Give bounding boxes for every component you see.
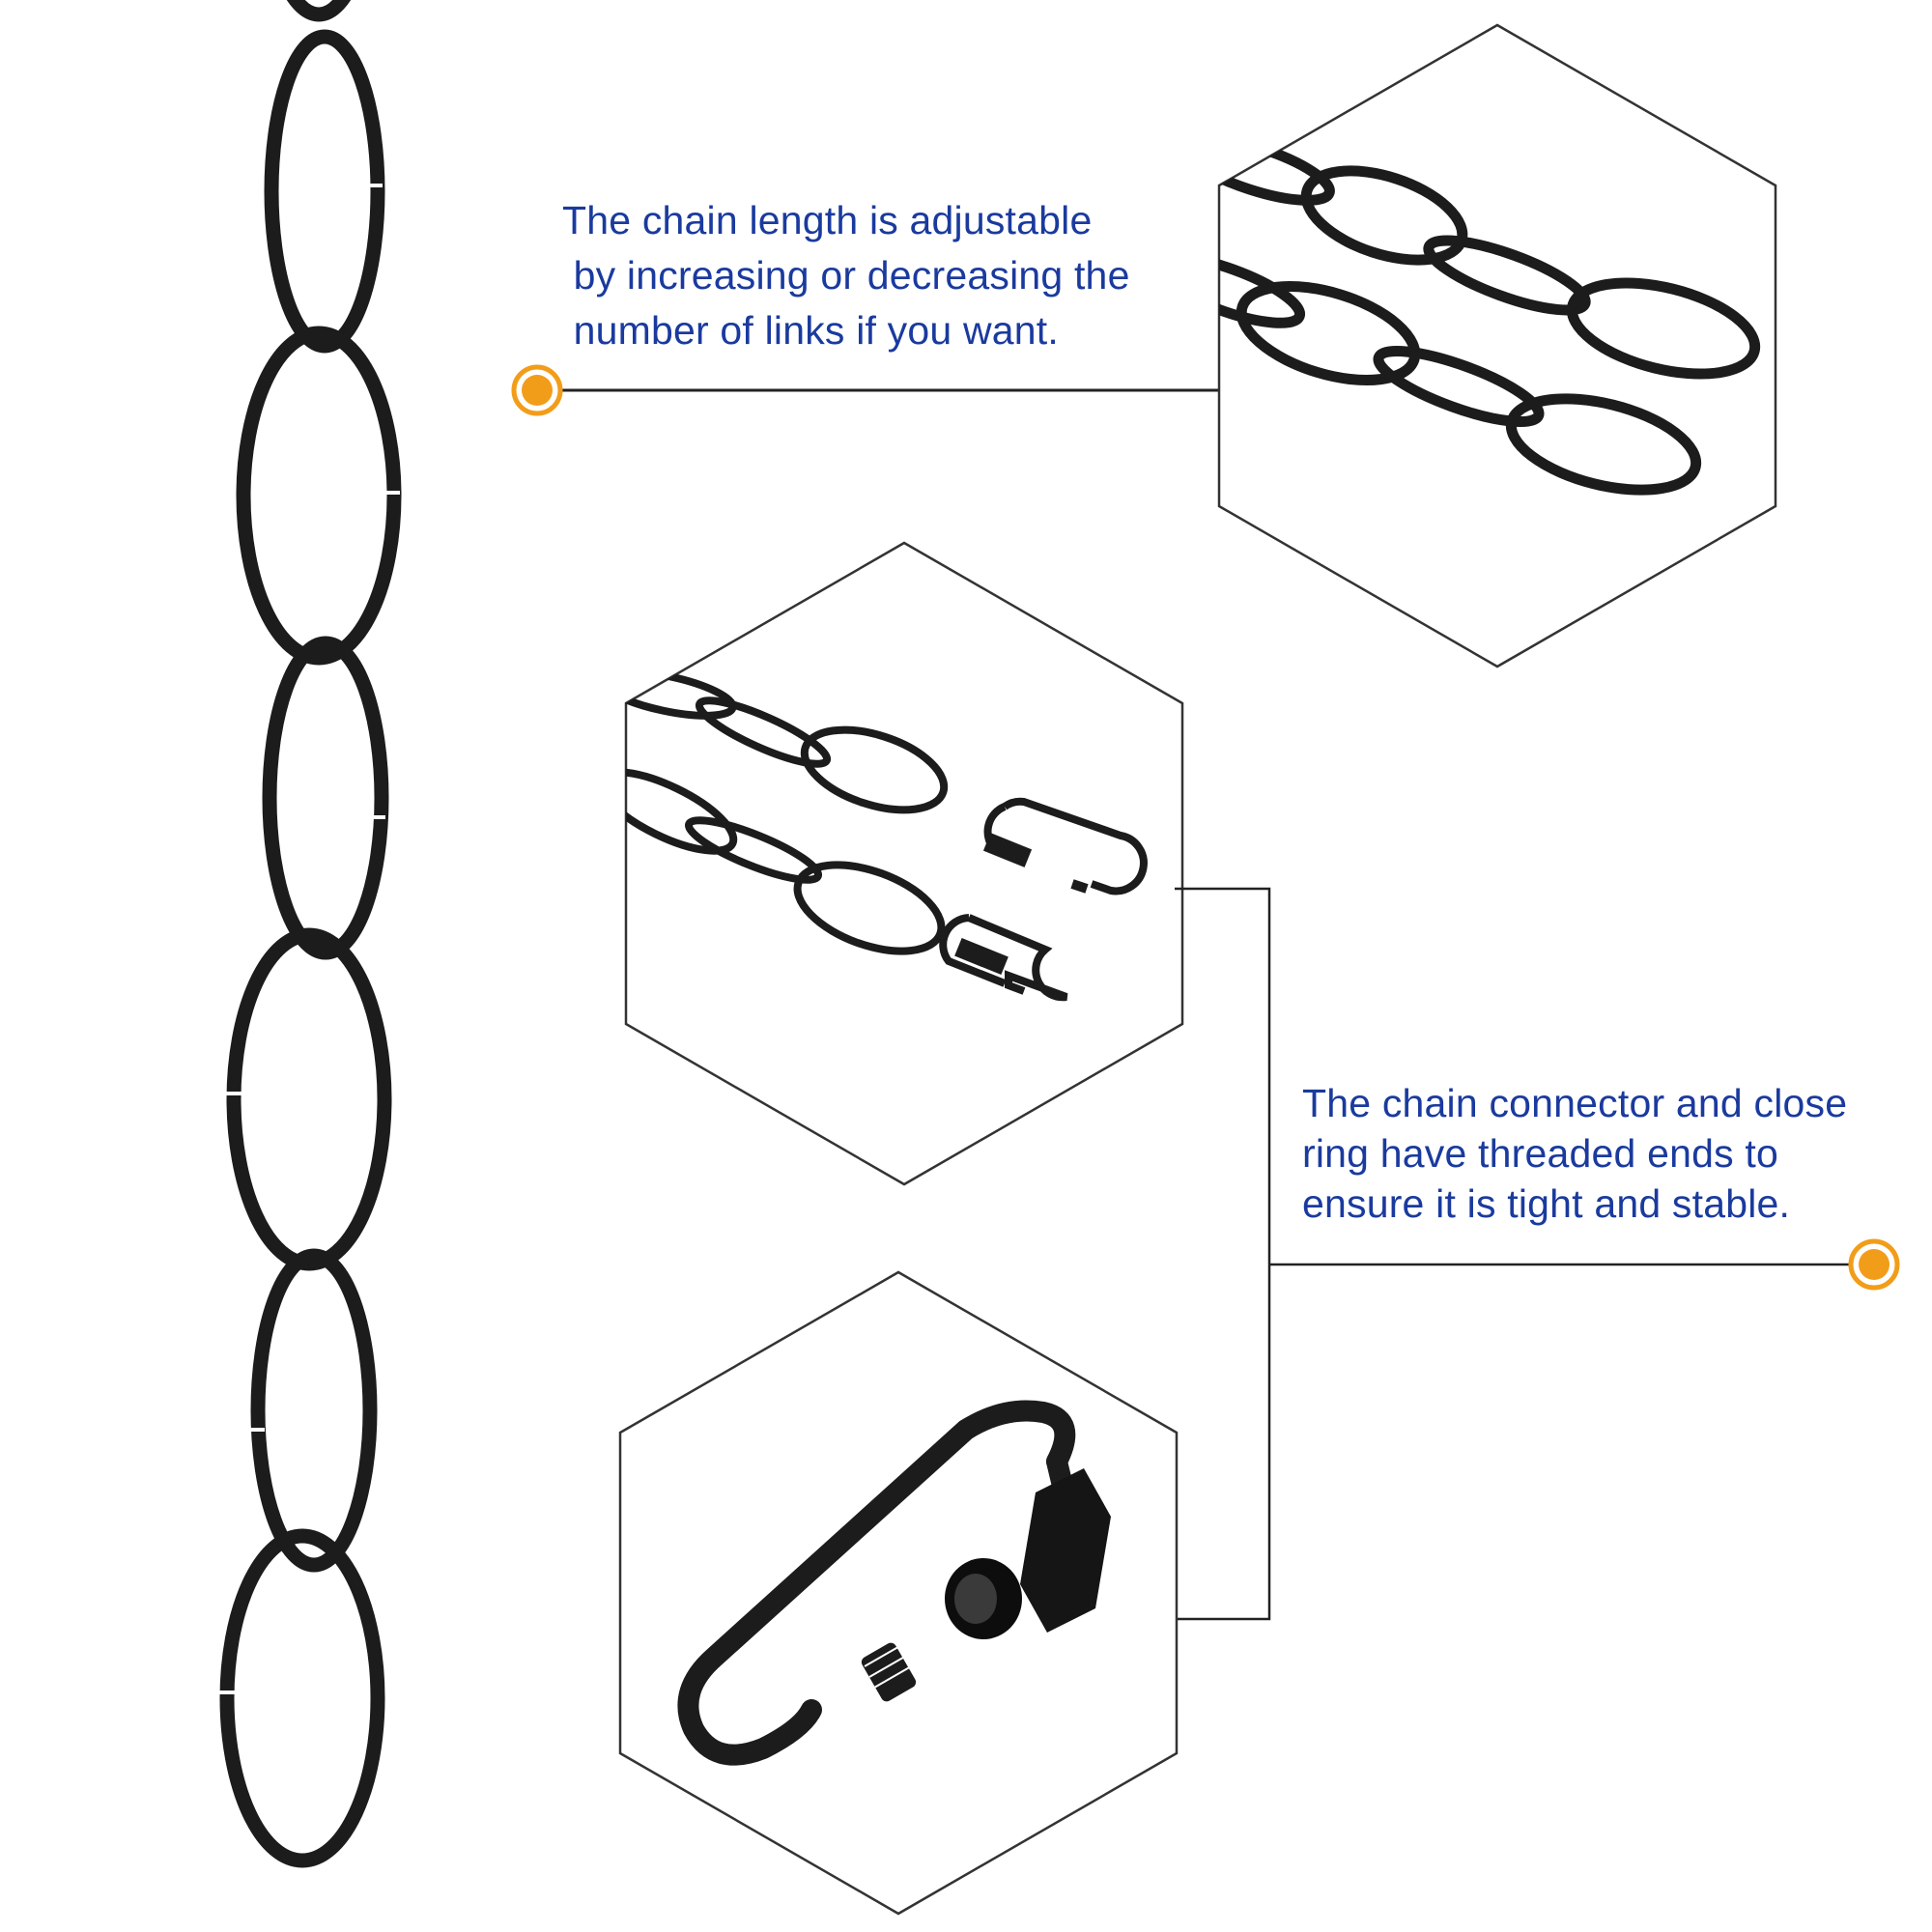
quick-link-connector-icon	[939, 914, 1068, 1002]
chain-link	[1423, 235, 1591, 316]
quick-link-connector-icon	[677, 1400, 1111, 1766]
chain-link	[236, 326, 402, 666]
chain-link	[684, 816, 823, 884]
chain-link	[226, 927, 392, 1271]
chain-link	[262, 636, 389, 960]
chain-link	[1566, 277, 1761, 380]
chain-link	[1373, 345, 1545, 428]
caption-line: by increasing or decreasing the	[562, 253, 1130, 298]
chain-link	[793, 861, 946, 955]
chain-link	[1505, 393, 1702, 496]
hexagon-chain-detail	[1217, 23, 1777, 668]
vertical-chain	[219, 0, 402, 1868]
chain-link	[286, 0, 352, 22]
caption-line: ensure it is tight and stable.	[1302, 1181, 1791, 1226]
chain-link	[264, 29, 385, 354]
chain-link	[219, 1528, 385, 1868]
quick-link-connector-icon	[982, 797, 1148, 895]
chain-link	[800, 725, 949, 814]
chain-link	[695, 696, 832, 768]
chain-length-caption: The chain length is adjustable by increa…	[562, 193, 1130, 358]
hexagon-chain-with-connector	[624, 541, 1184, 1186]
chain-link	[626, 768, 738, 855]
caption-line: number of links if you want.	[562, 308, 1059, 353]
chain-link	[250, 1248, 378, 1573]
callout-line-1	[511, 364, 1221, 416]
connector-caption: The chain connector and close ring have …	[1302, 1078, 1847, 1229]
chain-link	[1219, 251, 1306, 328]
caption-line: The chain connector and close	[1302, 1081, 1848, 1125]
hexagon-connector-closeup	[618, 1270, 1179, 1916]
chain-link	[1236, 280, 1421, 386]
caption-line: ring have threaded ends to	[1302, 1131, 1778, 1176]
caption-line: The chain length is adjustable	[562, 198, 1093, 242]
callout-line-2	[1175, 887, 1900, 1621]
